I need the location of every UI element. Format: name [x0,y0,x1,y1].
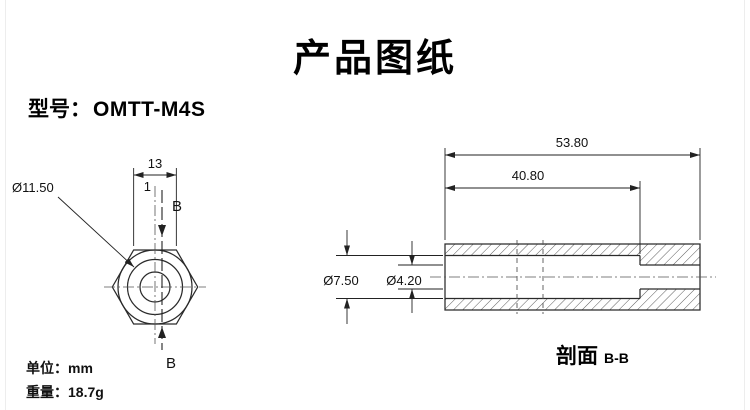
dim-offset-label: 1 [144,179,151,194]
section-label-top: B [172,198,182,215]
dim-across-flats-label: 13 [148,156,162,171]
model-value: OMTT-M4S [93,98,206,121]
section-arrow-top [158,225,166,236]
weight-label: 重量：18.7g [26,384,104,400]
unit-label: 单位：mm [26,360,93,376]
dim-total-length-label: 53.80 [556,135,589,150]
hatch-top-right-wall [640,244,700,265]
section-caption-text: 剖面 [556,345,598,368]
page-title: 产品图纸 [292,38,457,80]
dim-bore-length-label: 40.80 [512,168,545,183]
hatch-bottom-right-wall [640,289,700,310]
page-left-border [5,0,6,410]
hex-body-outline [111,249,199,325]
section-caption-ref: B-B [604,350,629,366]
section-caption: 剖面 B-B [556,340,629,370]
section-arrow-bottom [158,327,166,338]
hatch-top-left-wall [445,244,640,256]
dim-outer-diameter-label: Ø11.50 [12,180,54,195]
section-view: 53.80 40.80 Ø7.50 Ø4.20 [323,135,716,324]
section-label-bottom: B [166,355,176,372]
model-row: 型号：OMTT-M4S [28,93,206,123]
dim-bore-large-label: Ø7.50 [323,273,358,288]
dim-bore-small-label: Ø4.20 [386,273,421,288]
diameter-leader-line [57,196,135,268]
hatch-bottom-left-wall [445,298,640,310]
model-label: 型号： [28,98,91,121]
page-right-border [744,0,745,410]
front-view: 13 1 Ø11.50 B B [12,156,206,372]
